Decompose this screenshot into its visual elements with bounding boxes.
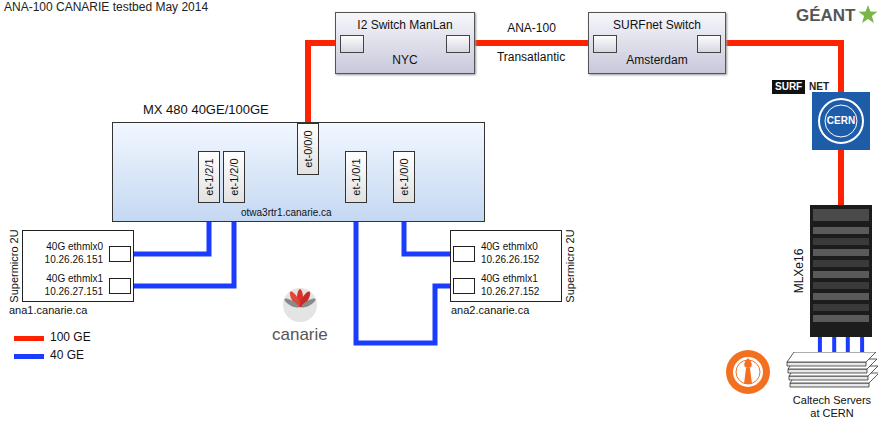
server-edge bbox=[788, 369, 867, 373]
legend-text: 40 GE bbox=[50, 349, 84, 363]
port-square bbox=[453, 246, 475, 262]
line-card bbox=[813, 249, 869, 256]
line-card bbox=[813, 271, 869, 278]
link-100ge bbox=[838, 150, 844, 205]
server-edge bbox=[787, 362, 866, 366]
ip-address: 10.26.26.152 bbox=[481, 254, 539, 266]
router-hostname: otwa3rtr1.canarie.ca bbox=[241, 207, 332, 219]
geant-logo-text: GÉANT bbox=[796, 6, 856, 26]
emblem-ring bbox=[819, 99, 863, 143]
port-square bbox=[109, 278, 131, 294]
link-caption: Transatlantic bbox=[497, 51, 565, 65]
ip-address: 10.26.26.151 bbox=[45, 254, 103, 266]
switch-name: I2 Switch ManLan bbox=[357, 19, 452, 33]
link-100ge bbox=[475, 40, 588, 46]
router-chassis: MX 480 40GE/100GEotwa3rtr1.canarie.caet-… bbox=[112, 122, 485, 222]
interface-name: 40G ethmlx0 bbox=[46, 241, 103, 253]
link-40ge bbox=[818, 337, 822, 352]
line-card bbox=[813, 293, 869, 300]
switch-location: NYC bbox=[392, 54, 417, 68]
caltech-seal bbox=[726, 350, 770, 394]
cern-logo: CERN bbox=[812, 92, 870, 150]
network-interface: 40G ethmlx110.26.27.152 bbox=[453, 273, 559, 299]
router-heading: MX 480 40GE/100GE bbox=[143, 103, 269, 118]
port-square bbox=[453, 278, 475, 294]
port-square bbox=[340, 35, 364, 53]
server-stack-art bbox=[786, 352, 878, 392]
port-name: et-1/0/0 bbox=[398, 158, 411, 195]
diagram-title: ANA-100 CANARIE testbed May 2014 bbox=[4, 1, 208, 15]
host-name: ana1.canarie.ca bbox=[9, 304, 87, 317]
line-card bbox=[813, 238, 869, 245]
server-stack: Caltech Servers at CERN bbox=[786, 352, 878, 392]
port-name: et-0/0/0 bbox=[302, 130, 315, 167]
network-interface: 40G ethmlx110.26.27.151 bbox=[25, 273, 131, 299]
port-square bbox=[109, 246, 131, 262]
port-square bbox=[697, 35, 721, 53]
line-card bbox=[813, 260, 869, 267]
link-100ge bbox=[308, 43, 335, 123]
switch-name: SURFnet Switch bbox=[613, 19, 701, 33]
fan-tray bbox=[813, 209, 869, 221]
link-40ge bbox=[846, 337, 850, 352]
link-40ge bbox=[356, 203, 453, 343]
chassis-body bbox=[810, 205, 872, 337]
chassis-model: Supermicro 2U bbox=[564, 229, 577, 302]
router-port: et-1/0/1 bbox=[345, 151, 367, 203]
surf-logo-text: NET bbox=[809, 81, 829, 93]
surf-logo-box: SURF bbox=[772, 80, 805, 94]
router-port: et-1/2/0 bbox=[223, 151, 245, 203]
interface-name: 40G ethmlx0 bbox=[481, 241, 538, 253]
port-square bbox=[593, 35, 617, 53]
ip-address: 10.26.27.151 bbox=[45, 286, 103, 298]
switch-box: SURFnet SwitchAmsterdam bbox=[588, 12, 726, 74]
switch-box: I2 Switch ManLanNYC bbox=[335, 12, 475, 74]
port-square bbox=[446, 35, 470, 53]
legend-text: 100 GE bbox=[50, 331, 91, 345]
router-port: et-1/2/1 bbox=[198, 151, 220, 203]
port-name: et-1/2/0 bbox=[228, 158, 241, 195]
network-interface: 40G ethmlx010.26.26.152 bbox=[453, 241, 559, 267]
canarie-logo-text: canarie bbox=[272, 325, 328, 345]
interface-name: 40G ethmlx1 bbox=[481, 273, 538, 285]
host-name: ana2.canarie.ca bbox=[451, 304, 529, 317]
chassis-art bbox=[810, 205, 872, 337]
router-port: et-0/0/0 bbox=[297, 123, 319, 175]
server-box: Supermicro 2Uana2.canarie.ca40G ethmlx01… bbox=[450, 230, 562, 302]
legend-swatch bbox=[14, 354, 44, 359]
line-card bbox=[813, 304, 869, 311]
device-name: MLXe16 bbox=[793, 249, 807, 294]
server-top bbox=[787, 352, 876, 362]
server-edge bbox=[790, 383, 869, 387]
ip-address: 10.26.27.152 bbox=[481, 286, 539, 298]
legend-swatch bbox=[14, 336, 44, 341]
link-40ge bbox=[832, 337, 836, 352]
canarie-logo bbox=[283, 288, 317, 322]
line-card bbox=[813, 227, 869, 234]
server-caption: Caltech Servers at CERN bbox=[790, 394, 874, 419]
port-name: et-1/0/1 bbox=[350, 158, 363, 195]
link-40ge bbox=[860, 337, 864, 352]
emblem-ring bbox=[825, 105, 857, 137]
logo-text: CERN bbox=[827, 115, 855, 127]
chassis-model: Supermicro 2U bbox=[8, 229, 21, 302]
server-box: Supermicro 2Uana1.canarie.ca40G ethmlx01… bbox=[22, 230, 134, 302]
router-port: et-1/0/0 bbox=[393, 151, 415, 203]
interface-name: 40G ethmlx1 bbox=[46, 273, 103, 285]
geant-star bbox=[859, 5, 878, 23]
mlx-chassis: MLXe16 bbox=[810, 205, 872, 337]
server-edge bbox=[789, 376, 868, 380]
link-label: ANA-100 bbox=[505, 22, 558, 36]
switch-location: Amsterdam bbox=[626, 54, 687, 68]
port-name: et-1/2/1 bbox=[203, 158, 216, 195]
line-card bbox=[813, 315, 869, 322]
network-interface: 40G ethmlx010.26.26.151 bbox=[25, 241, 131, 267]
line-card bbox=[813, 282, 869, 289]
